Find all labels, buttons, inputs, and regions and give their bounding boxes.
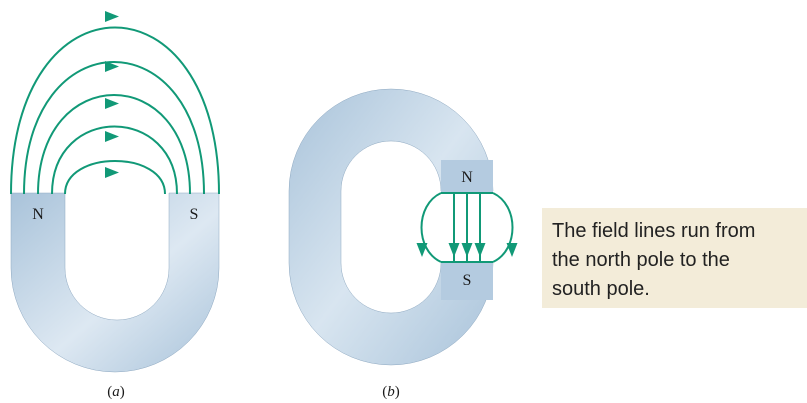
arrow-down-icon — [462, 243, 473, 257]
arrow-right-icon — [105, 11, 119, 22]
note-line: the north pole to the — [552, 246, 807, 275]
figure-b: N S (b) — [289, 89, 518, 400]
field-lines-a — [11, 28, 219, 195]
north-pole-label-a: N — [32, 206, 44, 223]
note-line: The field lines run from — [552, 217, 807, 246]
caption-b: (b) — [382, 384, 400, 400]
figure-a: N S (a) — [11, 11, 219, 400]
explanation-note: The field lines run from the north pole … — [542, 208, 807, 308]
arrow-right-icon — [105, 131, 119, 142]
south-pole-label-b: S — [463, 272, 472, 289]
field-line-bulge-left — [422, 193, 442, 262]
arrow-right-icon — [105, 98, 119, 109]
field-line-inner — [65, 161, 165, 194]
field-line-3 — [38, 95, 190, 194]
field-line-bulge-right — [493, 193, 513, 262]
north-pole-label-b: N — [461, 169, 473, 186]
caption-a: (a) — [107, 384, 125, 400]
note-line: south pole. — [552, 275, 807, 304]
south-pole-label-a: S — [190, 206, 199, 223]
arrow-down-icon — [475, 243, 486, 257]
arrow-down-icon — [417, 243, 428, 257]
c-shaped-magnet — [289, 89, 493, 365]
arrow-right-icon — [105, 167, 119, 178]
arrow-down-icon — [507, 243, 518, 257]
arrow-down-icon — [449, 243, 460, 257]
